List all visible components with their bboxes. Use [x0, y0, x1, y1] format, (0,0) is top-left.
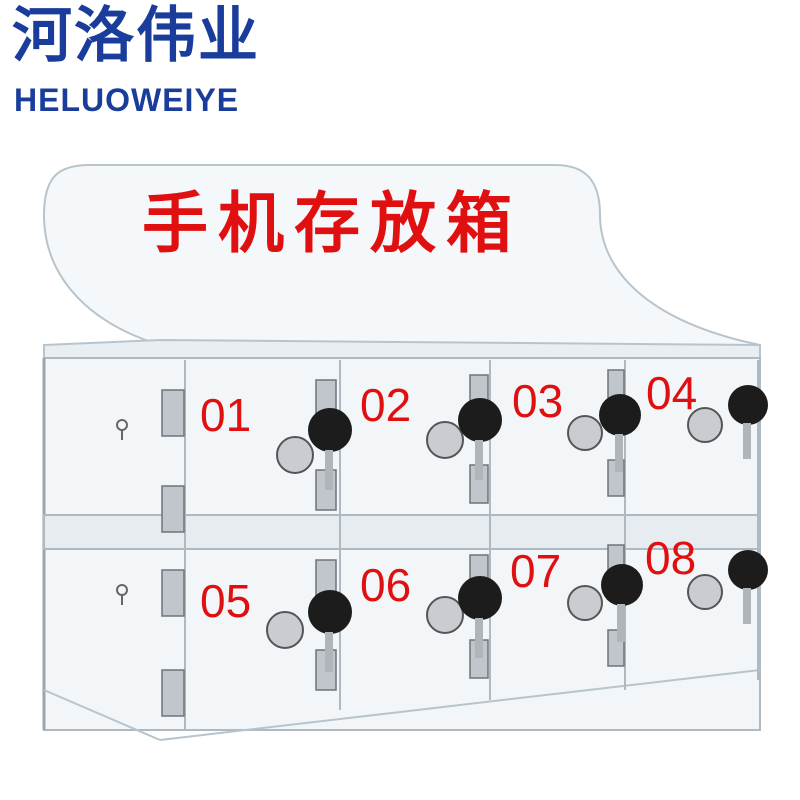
lock-icon[interactable] [426, 398, 502, 480]
brand-name-cn: 河洛伟业 [12, 1, 260, 71]
lock-icon[interactable] [276, 408, 352, 490]
lock-icon[interactable] [687, 385, 768, 459]
lock-icon[interactable] [426, 576, 502, 658]
compartment-number-08: 08 [645, 532, 697, 584]
lock-icon[interactable] [567, 564, 643, 642]
lock-icon[interactable] [567, 394, 641, 472]
compartment-number-05: 05 [200, 575, 252, 627]
compartment-number-06: 06 [360, 559, 412, 611]
compartment-number-01: 01 [200, 389, 252, 441]
acrylic-sign-board [42, 164, 761, 346]
lock-icon[interactable] [266, 590, 352, 672]
compartment-number-07: 07 [510, 545, 562, 597]
lock-icon[interactable] [687, 550, 768, 624]
compartment-number-02: 02 [360, 379, 412, 431]
compartment-number-03: 03 [512, 375, 564, 427]
brand-name-en: HELUOWEIYE [14, 82, 240, 118]
compartment-number-04: 04 [646, 367, 698, 419]
wall-mount-slots [116, 419, 128, 605]
sign-title: 手机存放箱 [142, 184, 522, 262]
